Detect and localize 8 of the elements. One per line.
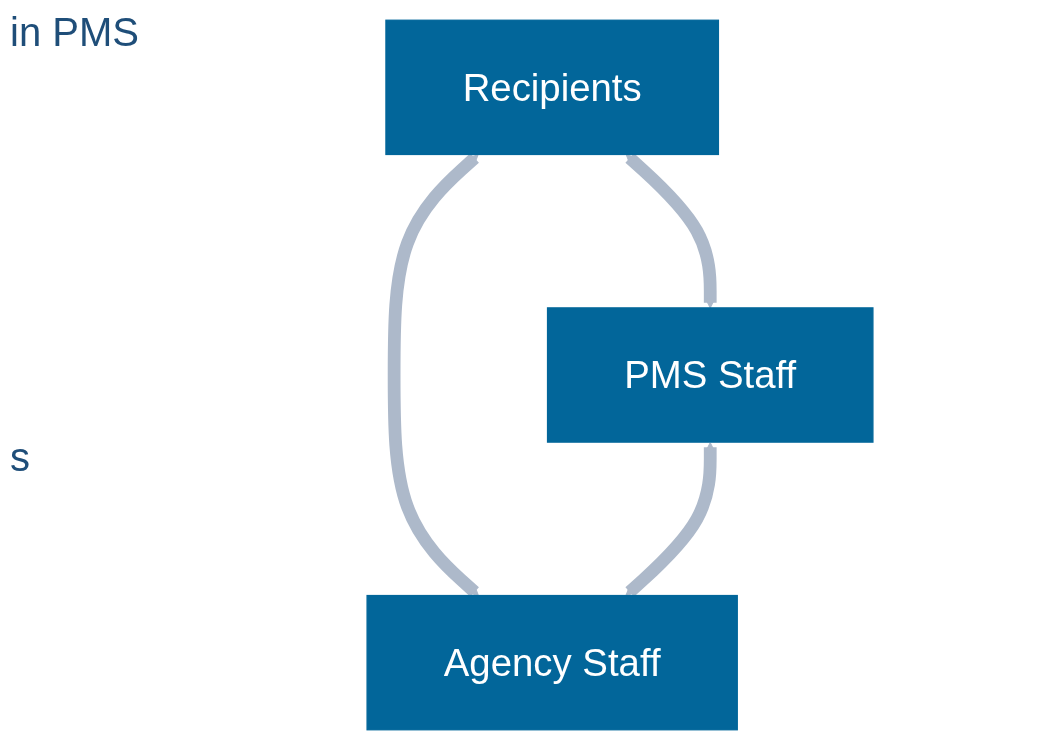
text-label: in PMS bbox=[10, 10, 139, 55]
arrow bbox=[625, 442, 717, 597]
node-box: PMS Staff bbox=[546, 307, 874, 443]
text-label: s bbox=[10, 435, 31, 480]
arrow bbox=[625, 153, 717, 309]
node-box: Agency Staff bbox=[366, 594, 738, 731]
node-box: Recipients bbox=[385, 19, 720, 156]
arrow bbox=[387, 153, 479, 597]
